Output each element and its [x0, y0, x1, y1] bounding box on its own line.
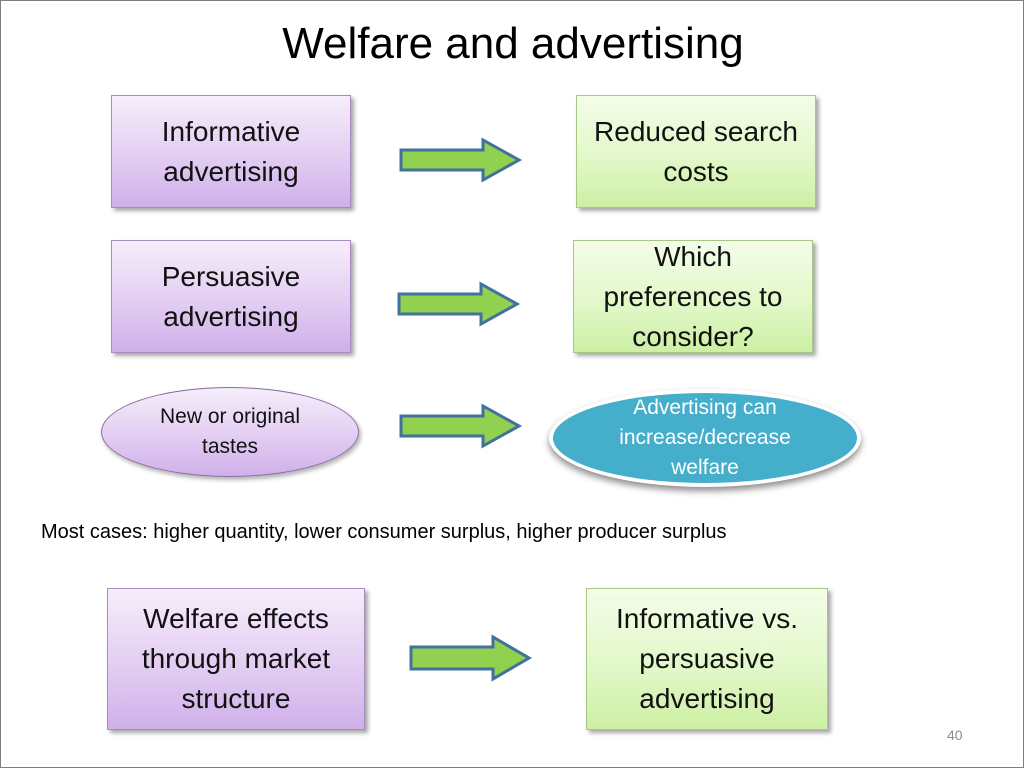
- welfare-effect-label: Advertising can increase/decrease welfar…: [619, 396, 791, 479]
- summary-note: Most cases: higher quantity, lower consu…: [41, 521, 727, 543]
- welfare-effect-ellipse: Advertising can increase/decrease welfar…: [549, 389, 861, 487]
- arrow-right-icon: [399, 137, 523, 183]
- slide-title: Welfare and advertising: [282, 19, 744, 68]
- reduced-search-costs-box: Reduced search costs: [576, 95, 816, 208]
- reduced-search-costs-label: Reduced search costs: [594, 115, 798, 187]
- arrow-right-icon: [397, 281, 521, 327]
- welfare-effects-label: Welfare effects through market structure: [141, 603, 331, 714]
- persuasive-advertising-label: Persuasive advertising: [161, 260, 301, 332]
- page-number: 40: [947, 727, 963, 743]
- arrow-right-icon: [409, 634, 532, 682]
- new-or-original-tastes-ellipse: New or original tastes: [101, 387, 359, 477]
- welfare-effects-box: Welfare effects through market structure: [107, 588, 365, 730]
- persuasive-advertising-box: Persuasive advertising: [111, 240, 351, 353]
- arrow-right-icon: [399, 403, 523, 449]
- new-or-original-tastes-label: New or original tastes: [159, 405, 301, 458]
- which-preferences-label: Which preferences to consider?: [603, 240, 783, 352]
- informative-vs-persuasive-box: Informative vs. persuasive advertising: [586, 588, 828, 730]
- which-preferences-box: Which preferences to consider?: [573, 240, 813, 353]
- informative-vs-persuasive-label: Informative vs. persuasive advertising: [615, 603, 799, 714]
- informative-advertising-box: Informative advertising: [111, 95, 351, 208]
- informative-advertising-label: Informative advertising: [161, 115, 301, 187]
